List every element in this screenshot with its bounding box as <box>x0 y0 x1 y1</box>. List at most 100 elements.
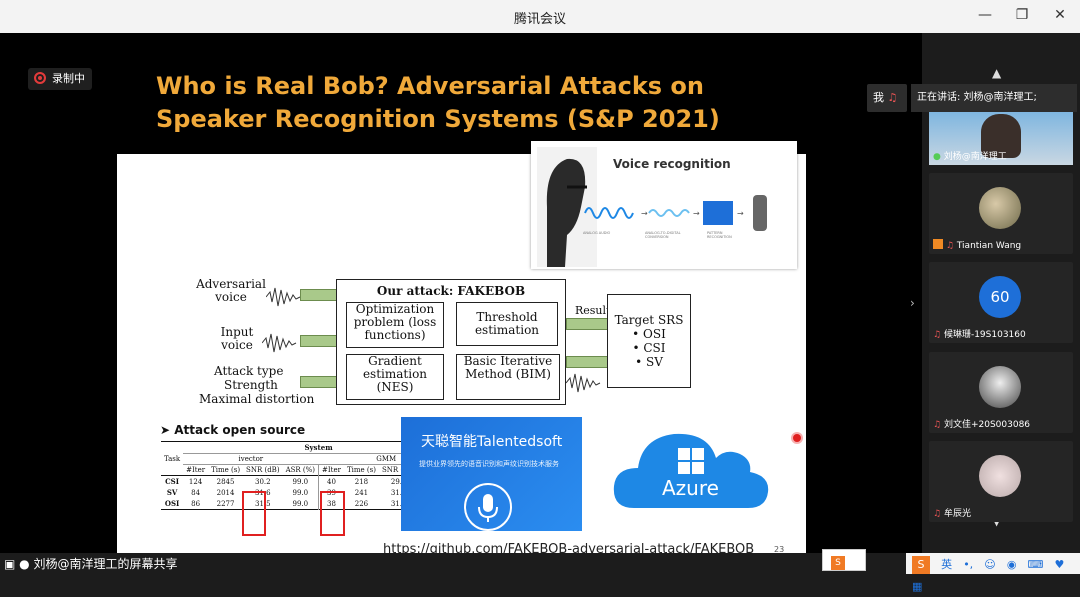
table-cell: 30.2 <box>255 477 271 486</box>
participant-name: ♫ 候琳珊-19S103160 <box>933 330 1026 340</box>
screen-share-label: ▣ ● 刘杨@南洋理工的屏幕共享 <box>4 557 178 571</box>
table-row-task: CSI <box>165 477 180 486</box>
table-cell: 99.0 <box>292 477 309 486</box>
collapse-sidebar-button[interactable]: › <box>910 296 915 310</box>
table-row-task: OSI <box>164 499 180 508</box>
target-sv: • SV <box>635 355 663 369</box>
table-cell: 99.0 <box>292 499 309 508</box>
speaking-text: 正在讲话: 刘杨@南洋理工; <box>911 84 1077 112</box>
talentedsoft-slogan: 提供业界领先的语音识别和声纹识别技术服务 <box>419 460 559 468</box>
mic-icon: ● <box>19 557 30 571</box>
table-cell: 31.4 <box>390 499 407 508</box>
minimize-button[interactable]: — <box>966 0 1004 30</box>
mic-muted-icon: ♫ <box>945 241 954 251</box>
module-threshold: Threshold estimation <box>456 302 558 346</box>
asr-highlight-gmm <box>320 491 345 536</box>
input-arrow <box>300 335 338 347</box>
maximize-button[interactable]: ❐ <box>1003 0 1041 30</box>
bottom-bar: ▣ ● 刘杨@南洋理工的屏幕共享 <box>0 553 1080 574</box>
maximal-distortion-label: Maximal distortion <box>199 392 315 406</box>
participant-tile-3[interactable]: 60 ♫ 候琳珊-19S103160 <box>929 262 1073 343</box>
target-srs-title: Target SRS <box>614 313 684 327</box>
asr-highlight-ivector <box>242 491 266 536</box>
result-arrow <box>566 318 608 330</box>
table-cell: 2014 <box>216 488 235 497</box>
voice-pipeline-graphic: → → → <box>584 195 767 231</box>
table-cell: 124 <box>188 477 203 486</box>
table-row-task: SV <box>166 488 178 497</box>
vr-step-3: PATTERN RECOGNITION <box>707 231 732 239</box>
mic-muted-icon: ♫ <box>887 91 898 104</box>
table-cell: 226 <box>354 499 369 508</box>
table-cell: 29.3 <box>390 477 407 486</box>
attack-type-label: Attack type <box>214 364 284 378</box>
avatar <box>979 455 1021 497</box>
adversarial-waveform <box>266 287 301 307</box>
recording-label: 录制中 <box>52 72 85 85</box>
strength-label: Strength <box>224 378 278 392</box>
sogou-icon: S <box>831 556 845 570</box>
table-cell: 2845 <box>216 477 235 486</box>
vr-step-1: ANALOG AUDIO <box>583 231 611 235</box>
skin-icon[interactable]: ♥ <box>1054 558 1065 571</box>
table-column-header: #Iter <box>186 466 206 474</box>
participant-video-person <box>981 114 1021 158</box>
target-waveform <box>566 373 601 393</box>
table-cell: 38 <box>318 498 344 510</box>
microphone-icon <box>464 483 512 531</box>
participant-name: ♫ 牟辰光 <box>933 509 971 519</box>
participant-tile-4[interactable]: ♫ 刘文佳+20S003086 <box>929 352 1073 433</box>
mic-muted-icon: ♫ <box>933 509 942 519</box>
table-cell: 2277 <box>216 499 235 508</box>
speaker-face-image <box>537 147 597 267</box>
participant-name: ● 刘杨@南洋理工 <box>933 152 1007 162</box>
params-arrow <box>300 376 338 388</box>
slide-page-number: 23 <box>774 545 785 554</box>
participant-tile-2[interactable]: ♫ Tiantian Wang <box>929 173 1073 254</box>
mic-icon: ● <box>933 152 941 162</box>
svg-text:→: → <box>693 209 700 218</box>
voice-recognition-image: Voice recognition → → → ANALOG AUDIO ANA… <box>531 141 797 269</box>
chevron-right-icon: › <box>910 296 915 310</box>
table-cell: 241 <box>354 488 369 497</box>
group-ivector: ivector <box>238 455 264 463</box>
host-icon <box>933 239 943 249</box>
avatar <box>979 366 1021 408</box>
table-cell: 218 <box>354 477 369 486</box>
azure-logo: Azure <box>612 424 772 512</box>
speaking-indicator: 我 ♫ 正在讲话: 刘杨@南洋理工; <box>867 84 1077 112</box>
azure-cloud-icon <box>613 433 769 508</box>
tools-icon[interactable]: ▦ <box>912 580 923 593</box>
ime-toolbar-small[interactable]: S <box>822 549 866 571</box>
record-icon <box>34 72 46 84</box>
close-button[interactable]: ✕ <box>1041 0 1079 30</box>
table-column-header: #Iter <box>318 464 344 476</box>
avatar: 60 <box>979 276 1021 318</box>
participant-tile-1[interactable]: ● 刘杨@南洋理工 <box>929 112 1073 165</box>
emoji-icon[interactable]: ☺ <box>984 558 996 571</box>
avatar <box>979 187 1021 229</box>
svg-text:→: → <box>737 209 744 218</box>
close-icon: ✕ <box>1054 7 1066 23</box>
ime-toolbar[interactable]: S 英 •, ☺ ◉ ⌨ ♥ ▦ <box>906 553 1080 593</box>
module-optimization: Optimization problem (loss functions) <box>346 302 444 348</box>
query-arrow <box>566 356 608 368</box>
group-gmm: GMM <box>376 455 397 463</box>
mic-muted-icon: ♫ <box>933 420 942 430</box>
table-column-header: ASR (%) <box>285 466 316 474</box>
table-column-header: Time (s) <box>211 466 241 474</box>
recording-indicator[interactable]: 录制中 <box>28 68 92 90</box>
adversarial-voice-label: Adversarial voice <box>196 277 266 304</box>
voice-icon[interactable]: ◉ <box>1006 558 1017 571</box>
table-cell: 40 <box>318 475 344 487</box>
table-column-header: SNR (dB) <box>381 466 416 474</box>
table-column-header: Time (s) <box>346 466 376 474</box>
system-header: System <box>304 443 333 452</box>
scroll-up-button[interactable]: ▲ <box>992 66 1001 80</box>
ime-lang[interactable]: 英 <box>941 558 953 571</box>
chevron-up-icon: ▲ <box>992 66 1002 80</box>
keyboard-icon[interactable]: ⌨ <box>1027 558 1044 571</box>
participant-tile-5[interactable]: ♫ 牟辰光 <box>929 441 1073 522</box>
punctuation-icon[interactable]: •, <box>963 558 974 571</box>
table-cell: 31.4 <box>390 488 407 497</box>
